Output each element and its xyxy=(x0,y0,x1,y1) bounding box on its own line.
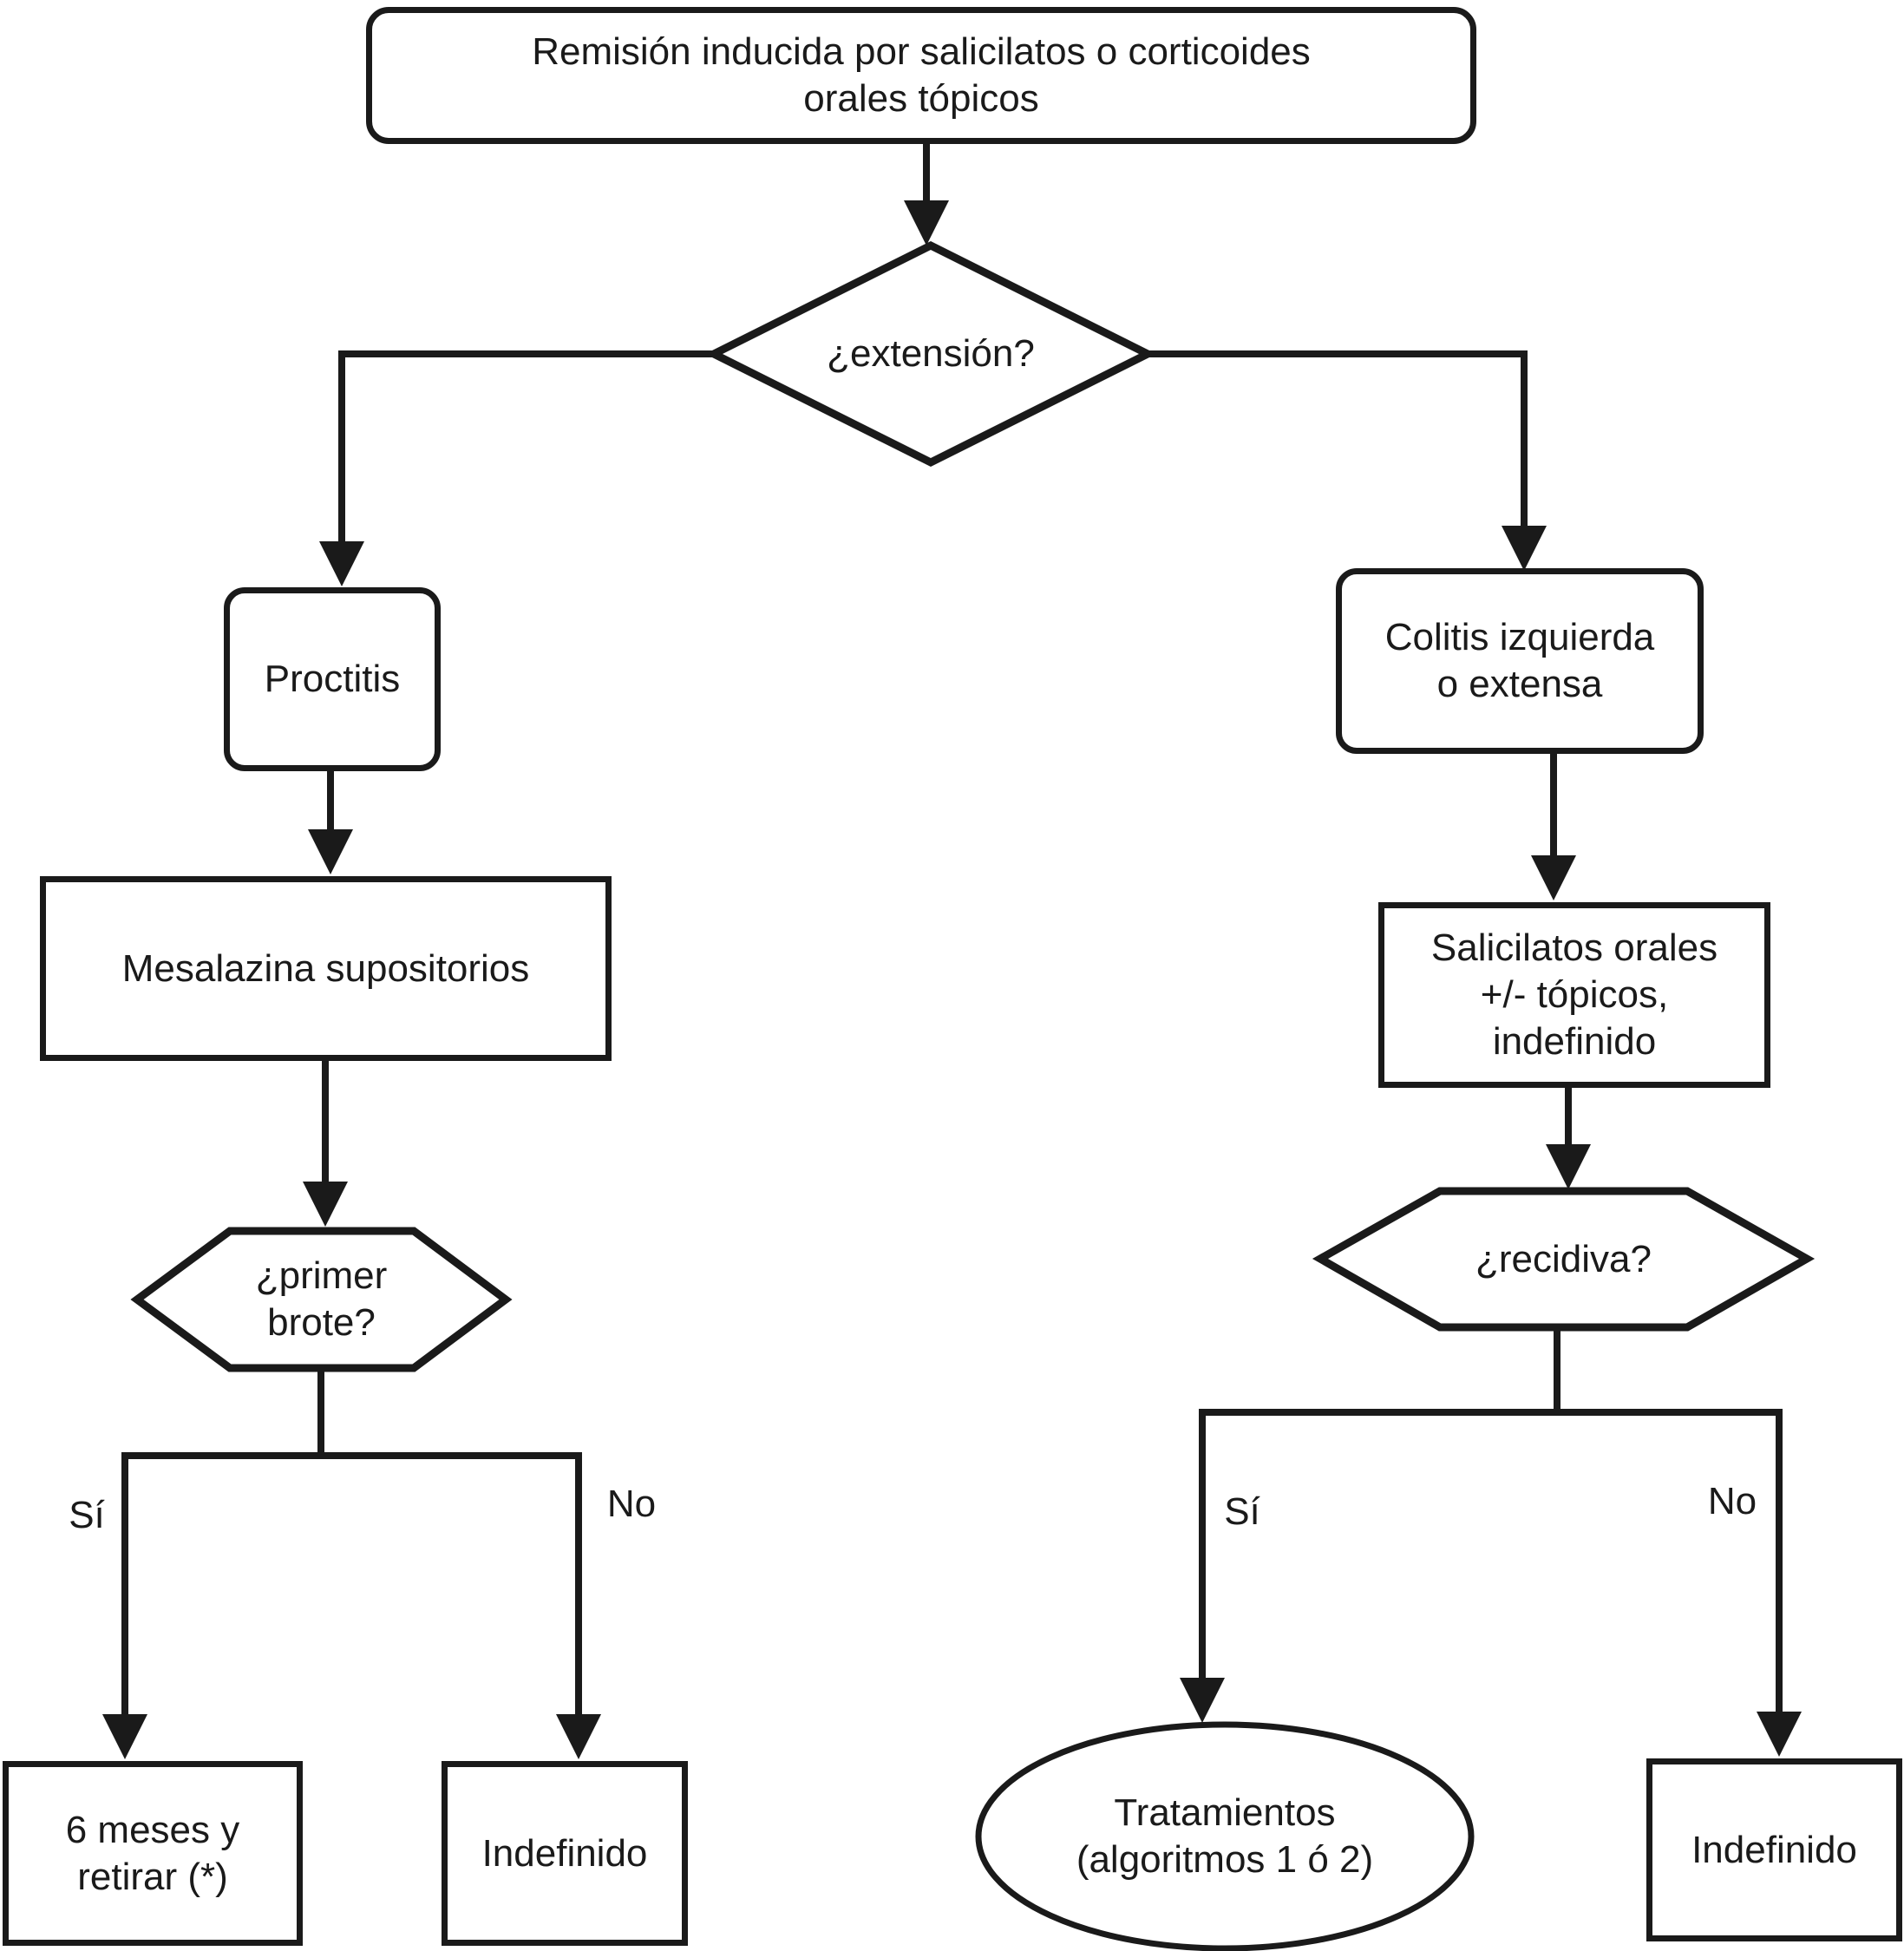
arrowhead xyxy=(308,829,353,874)
node-start: Remisión inducida por salicilatos o cort… xyxy=(366,7,1476,144)
decision-recidiva-text: ¿recidiva? xyxy=(1475,1237,1652,1280)
decision-primer-brote-label: ¿primer brote? xyxy=(137,1231,506,1368)
decision-extension-shape xyxy=(704,240,1157,468)
arrowhead xyxy=(1180,1678,1225,1723)
node-colitis-line1: Colitis izquierda xyxy=(1384,616,1655,658)
edge-extension-proctitis xyxy=(338,350,717,547)
arrowhead xyxy=(1757,1712,1802,1757)
decision-extension-label: ¿extensión? xyxy=(714,246,1148,462)
node-start-line1: Remisión inducida por salicilatos o cort… xyxy=(532,30,1311,73)
arrowhead xyxy=(1546,1144,1591,1189)
decision-primer-brote-text2: brote? xyxy=(267,1301,376,1344)
decision-extension-text: ¿extensión? xyxy=(827,332,1035,375)
node-salicilatos-line1: Salicilatos orales xyxy=(1430,926,1718,969)
node-colitis-line2: o extensa xyxy=(1436,663,1603,705)
edge-label-primer-brote-no: No xyxy=(606,1483,657,1525)
terminal-tratamientos-text1: Tratamientos xyxy=(1114,1791,1336,1834)
node-seis-meses-line1: 6 meses y xyxy=(65,1808,240,1851)
node-proctitis-label: Proctitis xyxy=(264,658,401,700)
node-mesalazina-label: Mesalazina supositorios xyxy=(121,946,530,990)
edge-label-recidiva-no: No xyxy=(1707,1480,1757,1522)
node-indefinido-right: Indefinido xyxy=(1646,1758,1902,1941)
node-salicilatos: Salicilatos orales +/- tópicos, indefini… xyxy=(1378,902,1770,1088)
decision-recidiva-label: ¿recidiva? xyxy=(1320,1191,1807,1327)
node-seis-meses: 6 meses y retirar (*) xyxy=(3,1761,303,1946)
edge-label-primer-brote-si: Sí xyxy=(69,1494,105,1536)
node-indefinido-right-label: Indefinido xyxy=(1691,1828,1857,1871)
edge-label-recidiva-si: Sí xyxy=(1224,1490,1260,1533)
arrowhead xyxy=(1531,855,1576,900)
decision-primer-brote-text1: ¿primer xyxy=(255,1254,388,1297)
arrowhead xyxy=(556,1714,601,1759)
terminal-tratamientos-shape xyxy=(975,1721,1475,1951)
arrowhead xyxy=(102,1714,147,1759)
decision-recidiva-shape xyxy=(1312,1187,1816,1332)
node-proctitis: Proctitis xyxy=(224,587,441,771)
node-seis-meses-line2: retirar (*) xyxy=(77,1855,228,1898)
arrowhead xyxy=(303,1182,348,1227)
node-start-line2: orales tópicos xyxy=(803,77,1039,120)
edge-extension-colitis xyxy=(1144,350,1528,531)
node-indefinido-left: Indefinido xyxy=(442,1761,688,1946)
node-salicilatos-line2: +/- tópicos, xyxy=(1480,973,1669,1016)
arrowhead xyxy=(1502,526,1547,571)
arrowhead xyxy=(904,200,949,246)
node-salicilatos-line3: indefinido xyxy=(1492,1020,1657,1063)
decision-primer-brote-shape xyxy=(130,1227,513,1372)
node-indefinido-left-label: Indefinido xyxy=(481,1831,648,1875)
node-colitis: Colitis izquierda o extensa xyxy=(1336,568,1704,754)
terminal-tratamientos-label: Tratamientos (algoritmos 1 ó 2) xyxy=(978,1725,1471,1948)
node-mesalazina: Mesalazina supositorios xyxy=(40,876,612,1061)
terminal-tratamientos-text2: (algoritmos 1 ó 2) xyxy=(1076,1838,1374,1881)
arrowhead xyxy=(319,541,364,586)
